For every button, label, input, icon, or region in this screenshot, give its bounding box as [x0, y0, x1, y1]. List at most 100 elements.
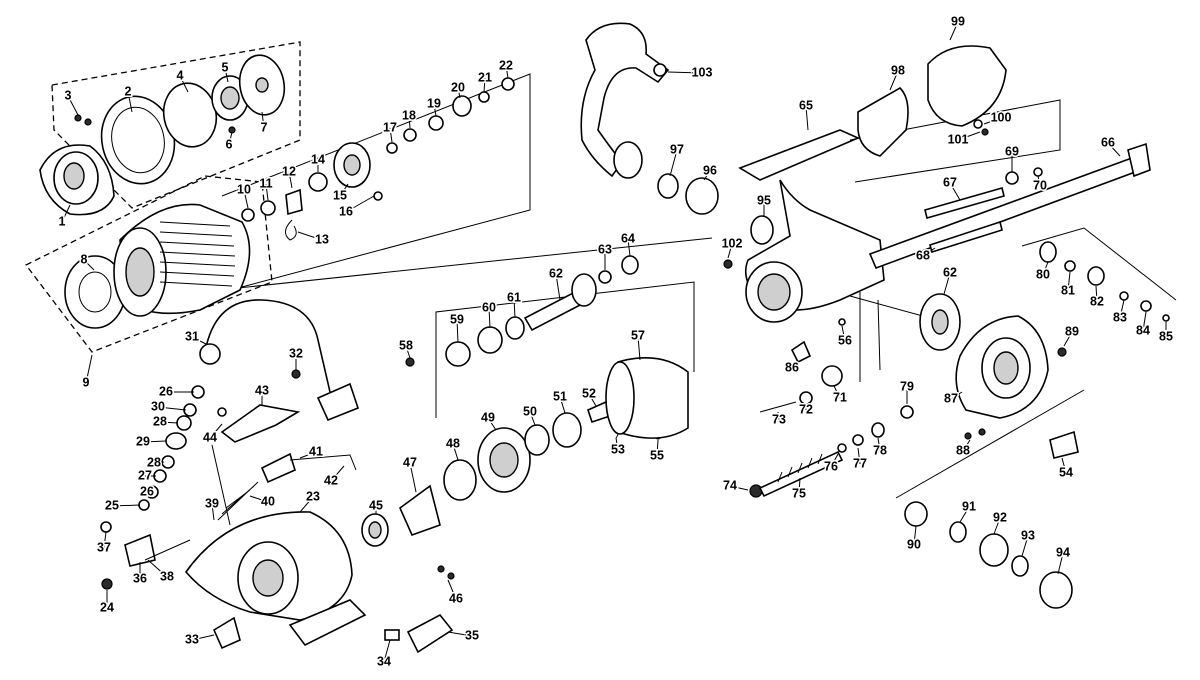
leader-line-84	[1142, 311, 1147, 332]
part-12-clip	[285, 188, 303, 216]
part-number-100: 100	[991, 110, 1012, 124]
part-66-main-shaft	[868, 153, 1148, 270]
part-101-screw	[981, 128, 989, 136]
part-number-69: 69	[1005, 144, 1019, 158]
part-number-52: 52	[582, 386, 596, 400]
part-number-66: 66	[1101, 135, 1115, 149]
part-77-washer	[852, 434, 864, 446]
part-25-collar	[138, 499, 150, 511]
part-71-gear	[821, 365, 843, 387]
part-11-washer	[260, 200, 276, 216]
leader-line-48	[452, 443, 459, 461]
part-number-48: 48	[446, 436, 460, 450]
leader-line-82	[1095, 285, 1098, 303]
part-number-33: 33	[185, 632, 199, 646]
leader-line-92	[993, 517, 1001, 535]
part-number-98: 98	[891, 63, 905, 77]
leader-line-71	[833, 385, 841, 399]
leader-line-12	[288, 171, 293, 189]
leader-line-86	[791, 359, 799, 369]
part-number-74: 74	[723, 478, 737, 492]
leader-line-83	[1119, 299, 1125, 319]
part-31-bail-arm	[316, 382, 359, 422]
part-64-bearing	[621, 255, 639, 275]
part-29-roller	[165, 432, 187, 450]
part-number-99: 99	[951, 14, 965, 28]
leader-line-18	[408, 115, 411, 129]
part-number-68: 68	[916, 248, 930, 262]
part-number-76: 76	[824, 459, 838, 473]
leader-line-7	[261, 111, 265, 129]
part-97-washer	[657, 173, 679, 199]
part-number-3: 3	[65, 88, 72, 102]
leader-line-99	[949, 21, 959, 41]
part-number-44: 44	[203, 430, 217, 444]
part-69-collar	[1005, 171, 1019, 185]
part-100-washer	[973, 119, 983, 129]
leader-line-1	[61, 204, 71, 223]
part-36-bail-support	[124, 533, 156, 567]
part-number-86: 86	[785, 360, 799, 374]
part-number-78: 78	[873, 443, 887, 457]
part-number-54: 54	[1059, 465, 1073, 479]
part-67-shaft	[924, 187, 1005, 219]
part-50-ring	[524, 424, 550, 456]
part-number-70: 70	[1033, 178, 1047, 192]
part-35-balancer	[406, 613, 454, 654]
part-number-101: 101	[948, 132, 969, 146]
part-number-10: 10	[237, 182, 251, 196]
part-number-57: 57	[631, 328, 645, 342]
part-45-bearing	[361, 513, 389, 547]
leader-line-80	[1042, 261, 1049, 276]
part-number-1: 1	[59, 214, 66, 228]
part-number-93: 93	[1021, 528, 1035, 542]
part-51-nut	[552, 412, 582, 448]
part-46-screw-b	[447, 572, 455, 580]
part-number-88: 88	[956, 443, 970, 457]
part-number-60: 60	[482, 300, 496, 314]
leader-line-22	[505, 65, 509, 79]
leader-line-81	[1067, 271, 1071, 292]
part-22-washer	[501, 77, 515, 91]
part-54-cap	[1049, 430, 1079, 459]
part-61-collar	[505, 316, 525, 340]
leader-line-87	[950, 391, 963, 400]
part-number-23: 23	[306, 489, 320, 503]
part-number-25: 25	[105, 498, 119, 512]
leader-line-21	[483, 77, 486, 93]
part-number-45: 45	[369, 498, 383, 512]
spool-cover-group-outline	[51, 41, 301, 209]
part-number-4: 4	[177, 68, 184, 82]
part-3-screw-b	[84, 118, 92, 126]
part-number-81: 81	[1061, 283, 1075, 297]
part-number-91: 91	[962, 499, 976, 513]
part-number-21: 21	[478, 70, 492, 84]
part-number-63: 63	[598, 242, 612, 256]
leader-line-33	[191, 634, 215, 641]
part-78-bearing	[871, 422, 885, 438]
leader-line-65	[805, 105, 809, 131]
leader-line-29	[142, 440, 167, 443]
oscillation-group-frame	[1021, 227, 1177, 301]
leader-line-50	[529, 411, 536, 426]
leader-line-54	[1061, 457, 1067, 474]
part-93-ring	[1011, 555, 1029, 577]
part-number-7: 7	[261, 120, 268, 134]
part-number-27: 27	[138, 468, 152, 482]
part-76-pin	[837, 443, 847, 453]
part-number-38: 38	[160, 569, 174, 583]
part-number-97: 97	[670, 142, 684, 156]
part-number-51: 51	[553, 389, 567, 403]
leader-line-34	[383, 639, 391, 663]
part-number-58: 58	[399, 338, 413, 352]
part-number-53: 53	[611, 442, 625, 456]
part-85-screw	[1162, 314, 1170, 322]
leader-line-53	[615, 437, 619, 451]
part-80-collar	[1039, 241, 1057, 263]
part-number-22: 22	[499, 58, 513, 72]
leader-line-3	[67, 95, 79, 116]
leader-line-4	[179, 75, 189, 93]
part-number-39: 39	[205, 496, 219, 510]
